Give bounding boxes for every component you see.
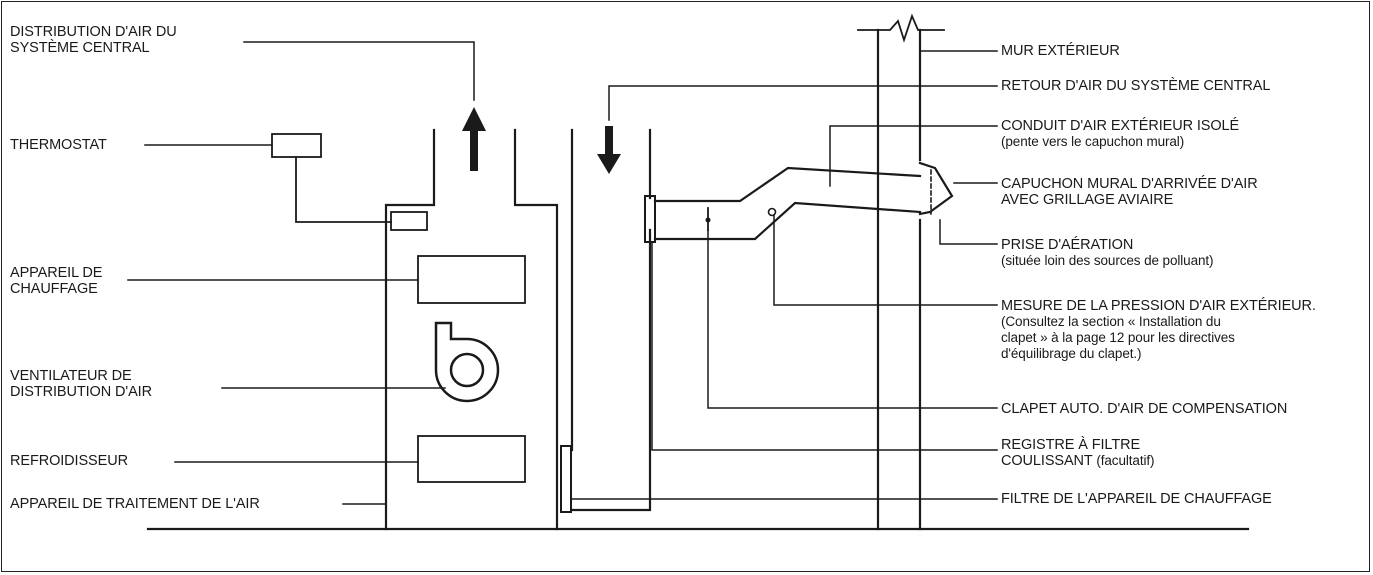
- leader-conduit: [829, 125, 998, 187]
- heating-unit-box: [417, 255, 526, 304]
- return-arrow-head: [597, 154, 621, 174]
- label-ventilateur-line2: DISTRIBUTION D'AIR: [10, 384, 152, 400]
- label-distribution-line2: SYSTÈME CENTRAL: [10, 40, 150, 56]
- furnace-filter: [560, 445, 572, 513]
- leader-distribution: [243, 41, 475, 101]
- label-registre-line2: COULISSANT: [1001, 453, 1093, 469]
- label-mesure-note1: (Consultez la section « Installation du: [1001, 314, 1221, 329]
- leader-lines: [127, 41, 998, 505]
- label-refroidisseur: REFROIDISSEUR: [10, 453, 128, 469]
- label-distribution-line1: DISTRIBUTION D'AIR DU: [10, 24, 177, 40]
- leader-retour: [608, 85, 998, 121]
- thermostat-box: [271, 133, 322, 158]
- label-ventilateur-line1: VENTILATEUR DE: [10, 368, 132, 384]
- label-appareil-traitement: APPAREIL DE TRAITEMENT DE L'AIR: [10, 496, 260, 512]
- label-conduit: CONDUIT D'AIR EXTÉRIEUR ISOLÉ (pente ver…: [1001, 118, 1239, 150]
- pressure-tap: [767, 207, 777, 217]
- label-conduit-note: (pente vers le capuchon mural): [1001, 134, 1185, 149]
- label-registre-note: (facultatif): [1096, 453, 1155, 468]
- label-mesure-note3: d'équilibrage du clapet.): [1001, 346, 1142, 361]
- label-filtre: FILTRE DE L'APPAREIL DE CHAUFFAGE: [1001, 491, 1272, 507]
- label-conduit-title: CONDUIT D'AIR EXTÉRIEUR ISOLÉ: [1001, 118, 1240, 134]
- return-duct-bottom: [570, 228, 652, 512]
- leader-prise: [939, 219, 998, 245]
- outdoor-air-duct: [653, 166, 922, 241]
- leader-registre: [651, 241, 998, 451]
- label-chauffage-line1: APPAREIL DE: [10, 265, 103, 281]
- cooler-box: [417, 435, 526, 483]
- label-clapet: CLAPET AUTO. D'AIR DE COMPENSATION: [1001, 401, 1288, 417]
- air-handler-cabinet-right: [513, 128, 559, 531]
- return-arrow: [605, 126, 613, 155]
- label-prise: PRISE D'AÉRATION (située loin des source…: [1001, 237, 1214, 269]
- fan-housing: [434, 321, 500, 403]
- label-capuchon: CAPUCHON MURAL D'ARRIVÉE D'AIR AVEC GRIL…: [1001, 176, 1258, 208]
- label-mesure: MESURE DE LA PRESSION D'AIR EXTÉRIEUR. (…: [1001, 298, 1316, 362]
- air-handler-cabinet: [384, 128, 436, 531]
- label-prise-note: (située loin des sources de polluant): [1001, 253, 1214, 268]
- label-thermostat: THERMOSTAT: [10, 137, 107, 153]
- leader-mesure: [773, 215, 998, 306]
- label-capuchon-line1: CAPUCHON MURAL D'ARRIVÉE D'AIR: [1001, 176, 1258, 192]
- fan-wheel: [449, 352, 485, 388]
- label-distribution-central: DISTRIBUTION D'AIR DU SYSTÈME CENTRAL: [10, 24, 177, 56]
- label-ventilateur: VENTILATEUR DE DISTRIBUTION D'AIR: [10, 368, 152, 400]
- label-registre: REGISTRE À FILTRE COULISSANT (facultatif…: [1001, 437, 1155, 469]
- label-retour-air: RETOUR D'AIR DU SYSTÈME CENTRAL: [1001, 78, 1271, 94]
- thermostat-control-box: [390, 211, 428, 231]
- thermostat-wire: [295, 156, 392, 223]
- supply-arrow: [470, 130, 478, 171]
- leader-clapet: [707, 229, 998, 409]
- label-prise-title: PRISE D'AÉRATION: [1001, 237, 1134, 253]
- damper-dot: [705, 217, 711, 223]
- wall-cap: [918, 161, 954, 216]
- supply-arrow-head: [462, 107, 486, 131]
- label-mur-exterieur: MUR EXTÉRIEUR: [1001, 43, 1120, 59]
- label-mesure-title: MESURE DE LA PRESSION D'AIR EXTÉRIEUR.: [1001, 298, 1316, 314]
- label-capuchon-line2: AVEC GRILLAGE AVIAIRE: [1001, 192, 1174, 208]
- wall-break-symbol: [857, 13, 945, 43]
- label-registre-title: REGISTRE À FILTRE: [1001, 437, 1141, 453]
- label-appareil-chauffage: APPAREIL DE CHAUFFAGE: [10, 265, 102, 297]
- label-mesure-note2: clapet » à la page 12 pour les directive…: [1001, 330, 1235, 345]
- sliding-filter-register: [644, 195, 656, 243]
- label-chauffage-line2: CHAUFFAGE: [10, 281, 98, 297]
